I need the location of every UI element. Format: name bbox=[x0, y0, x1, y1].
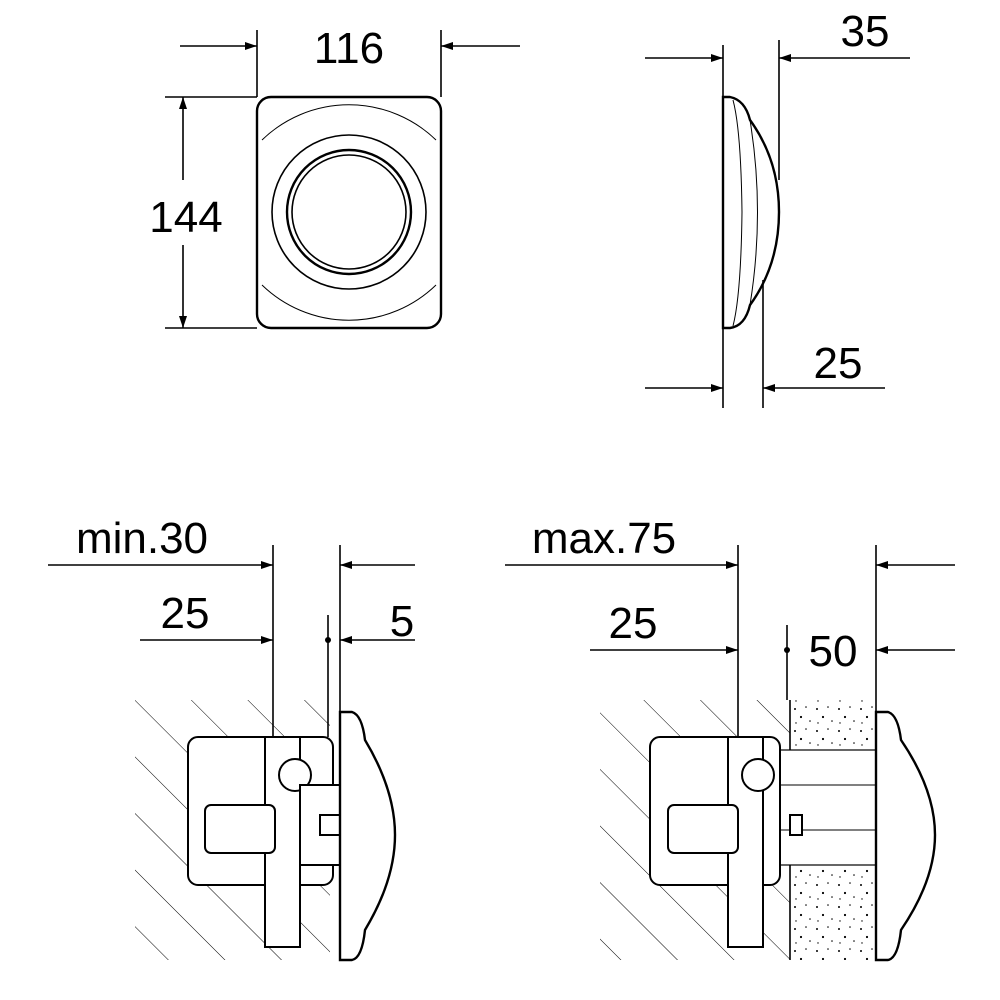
plate-depth-label: 25 bbox=[814, 339, 863, 388]
front-view: 116 144 bbox=[149, 24, 520, 330]
min-total-label: min.30 bbox=[76, 514, 208, 563]
install-max-view: max.75 25 50 bbox=[505, 514, 955, 962]
max-plate-label: 25 bbox=[609, 599, 658, 648]
min-plate-label: 25 bbox=[161, 589, 210, 638]
install-min-view: min.30 25 5 bbox=[48, 514, 415, 962]
dimension-width: 116 bbox=[180, 24, 520, 97]
side-view: 35 25 bbox=[645, 7, 910, 408]
depth-label: 35 bbox=[841, 7, 890, 56]
side-profile bbox=[721, 95, 781, 330]
max-total-label: max.75 bbox=[532, 514, 676, 563]
height-label: 144 bbox=[149, 193, 222, 242]
max-tile-label: 50 bbox=[809, 627, 858, 676]
dimension-height: 144 bbox=[149, 96, 257, 329]
cover-plate-installed-max bbox=[874, 710, 937, 962]
button-inner bbox=[291, 154, 407, 270]
cover-plate bbox=[255, 95, 443, 330]
width-label: 116 bbox=[314, 24, 384, 73]
button-outer bbox=[285, 148, 413, 276]
plate-contour bbox=[261, 104, 437, 321]
min-gap-label: 5 bbox=[390, 597, 414, 646]
button-ring bbox=[271, 134, 427, 290]
cover-plate-installed bbox=[338, 710, 397, 962]
